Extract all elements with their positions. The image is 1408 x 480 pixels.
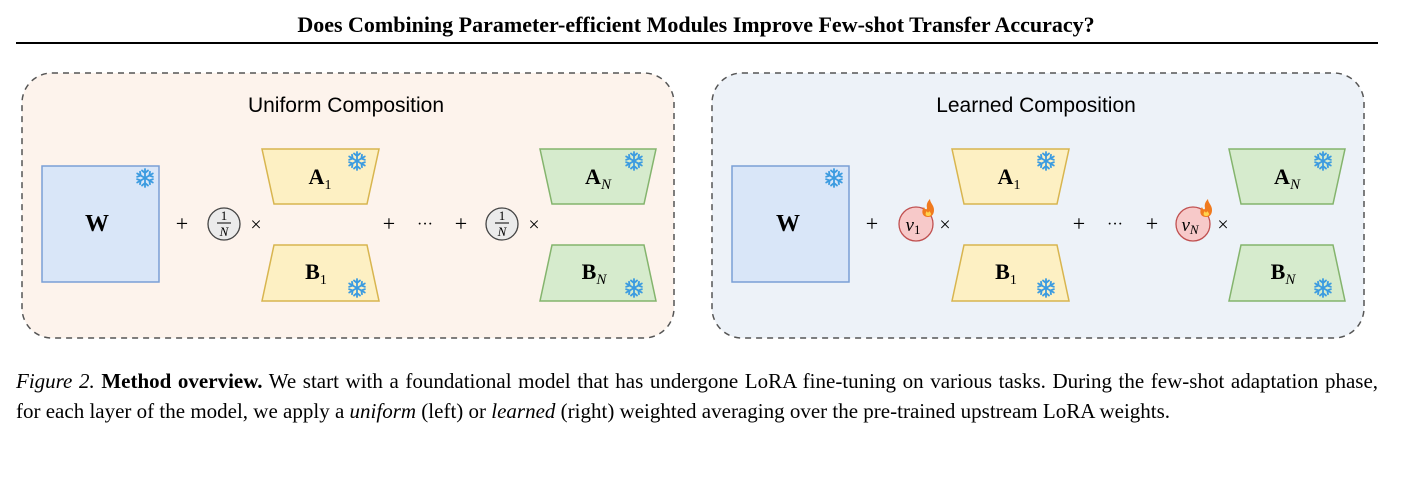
caption-bold-lead: Method overview. (101, 369, 263, 393)
learned-times-2: × (1217, 214, 1228, 236)
uniform-times-1: × (250, 214, 261, 236)
uniform-times-2: × (528, 214, 539, 236)
learned-coef-n-label: vN (1181, 215, 1199, 237)
uniform-an-label: AN (585, 164, 612, 193)
uniform-plus-3: + (455, 211, 467, 236)
uniform-panel: Uniform Composition W + 1 N × A1 B1 + ··… (21, 72, 675, 339)
uniform-coef-1-num: 1 (221, 208, 228, 223)
figure-caption: Figure 2. Method overview. We start with… (16, 366, 1378, 426)
caption-uniform: uniform (349, 399, 417, 423)
caption-text-3: (right) weighted averaging over the pre-… (555, 399, 1171, 423)
uniform-weight-label: W (85, 211, 109, 237)
learned-b1-label: B1 (995, 259, 1017, 288)
learned-ellipsis: ··· (1107, 216, 1123, 233)
uniform-ellipsis: ··· (417, 216, 433, 233)
learned-a1-label: A1 (998, 164, 1021, 193)
uniform-a1-label: A1 (309, 164, 332, 193)
learned-coef-1-label: v1 (906, 215, 921, 237)
uniform-weight-block (41, 165, 160, 283)
uniform-coef-1 (207, 207, 241, 241)
caption-fig-label: Figure 2. (16, 369, 95, 393)
uniform-coef-1-den: N (219, 224, 230, 239)
uniform-coef-n-den: N (497, 224, 508, 239)
uniform-b1-label: B1 (305, 259, 327, 288)
learned-panel-title: Learned Composition (936, 94, 1136, 117)
learned-plus-1: + (866, 211, 878, 236)
learned-weight-label: W (776, 211, 800, 237)
learned-times-1: × (939, 214, 950, 236)
learned-an-label: AN (1274, 164, 1301, 193)
learned-plus-3: + (1146, 211, 1158, 236)
uniform-panel-frame (21, 72, 675, 339)
caption-text-1: We start with a foundational model that … (16, 369, 1379, 423)
uniform-panel-title: Uniform Composition (248, 94, 444, 117)
page-title: Does Combining Parameter-efficient Modul… (297, 12, 1095, 37)
uniform-bn-label: BN (582, 259, 608, 288)
learned-plus-2: + (1073, 211, 1085, 236)
uniform-plus-2: + (383, 211, 395, 236)
caption-learned: learned (491, 399, 556, 423)
caption-text-2: (left) or (416, 399, 492, 423)
learned-coef-n (1175, 206, 1211, 242)
learned-weight-block (731, 165, 850, 283)
learned-panel: Learned Composition W + v1 × A1 B1 + ···… (711, 72, 1365, 339)
method-diagram: Uniform Composition W + 1 N × A1 B1 + ··… (21, 72, 1365, 339)
uniform-coef-n-num: 1 (499, 208, 506, 223)
uniform-plus-1: + (176, 211, 188, 236)
learned-bn-label: BN (1271, 259, 1297, 288)
uniform-coef-n (485, 207, 519, 241)
learned-panel-frame (711, 72, 1365, 339)
title-rule (16, 42, 1378, 44)
